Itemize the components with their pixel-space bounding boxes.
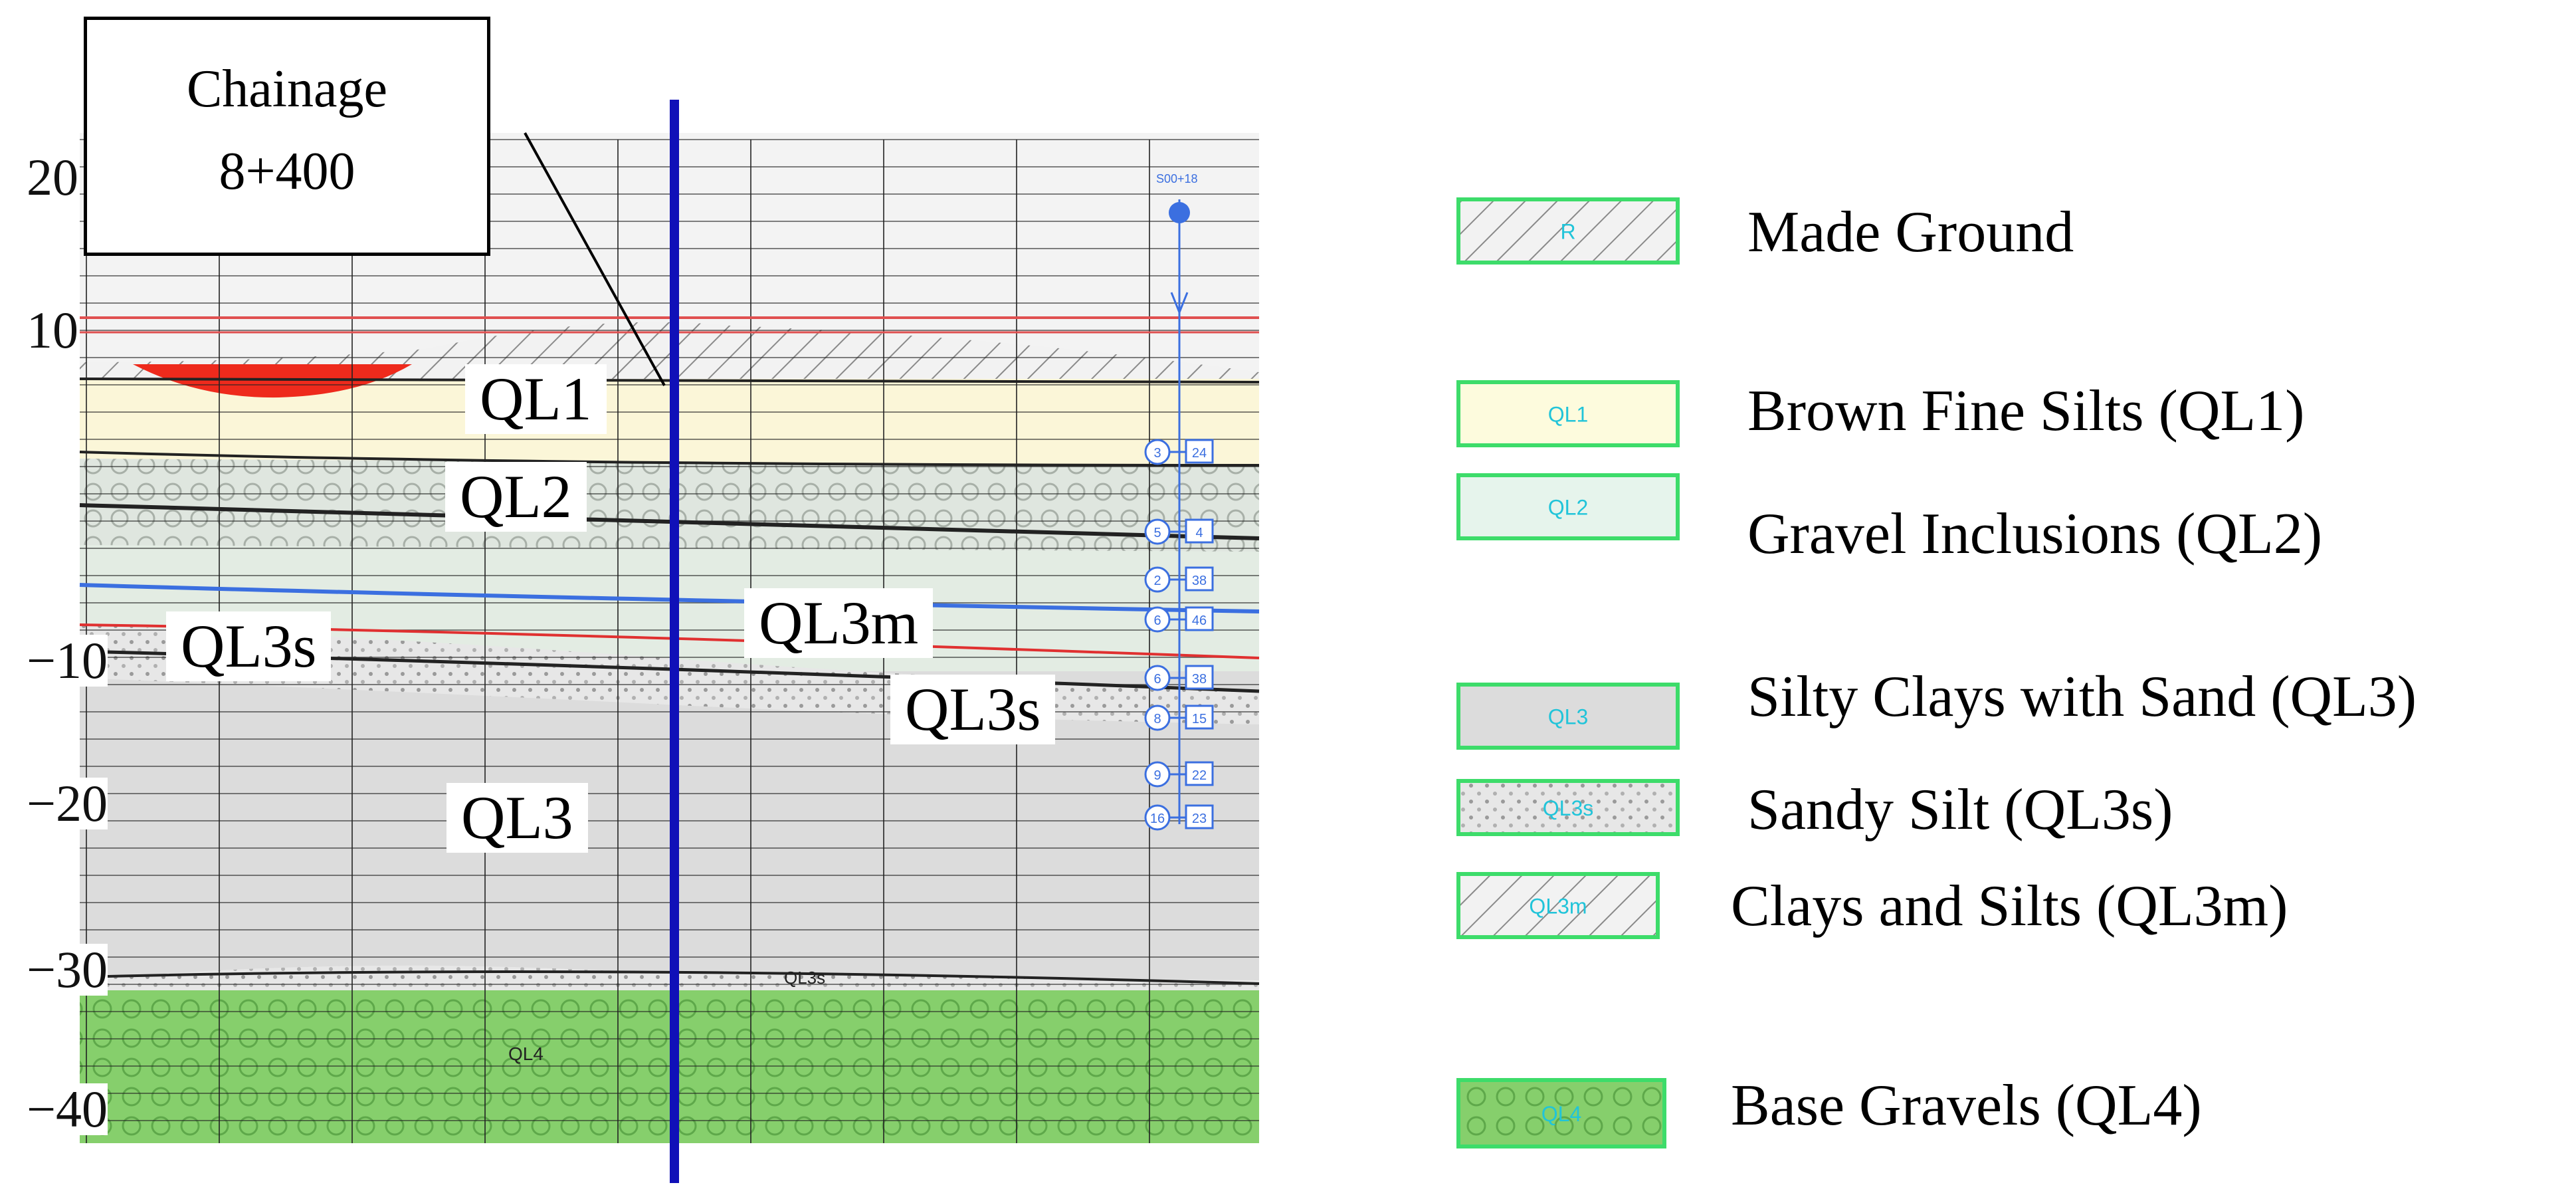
unit-label-ql3m: QL3m [744, 588, 934, 658]
y-label-10: 10 [27, 301, 78, 359]
legend-swatch-ql3m [1456, 872, 1660, 939]
unit-label-ql2: QL2 [445, 462, 587, 532]
grid [80, 139, 1259, 1143]
legend-swatch-ql2 [1456, 473, 1680, 540]
y-label-20: 20 [27, 148, 78, 206]
y-label-neg10: −10 [27, 631, 108, 689]
small-label-ql3s: QL3s [784, 968, 825, 988]
borehole-marker-value: 24 [1192, 446, 1207, 461]
chainage-title: Chainage [186, 60, 388, 118]
borehole-marker-box [1185, 665, 1214, 690]
made-ground-red-lens [133, 364, 412, 398]
y-label-neg40: −40 [27, 1080, 108, 1138]
legend-label-ql3: Silty Clays with Sand (QL3) [1747, 665, 2417, 729]
borehole-marker-value: 38 [1192, 574, 1207, 588]
y-label-neg30: −30 [27, 940, 108, 998]
legend-label-ql4: Base Gravels (QL4) [1731, 1073, 2202, 1138]
small-label-ql4: QL4 [508, 1043, 544, 1064]
legend-code-ql3s: QL3s [1543, 796, 1593, 820]
borehole-marker-number: 8 [1153, 712, 1161, 726]
legend-swatch-ql3s [1456, 779, 1680, 836]
borehole-marker-value: 23 [1192, 812, 1207, 826]
borehole-id: S00+18 [1156, 172, 1198, 185]
borehole-marker-number: 5 [1153, 526, 1161, 540]
legend-swatch-ql1 [1456, 380, 1680, 447]
borehole-marker-value: 46 [1192, 613, 1207, 628]
legend-code-ql4: QL4 [1541, 1102, 1581, 1126]
chainage-box: Chainage 8+400 [84, 17, 490, 256]
borehole-marker-value: 22 [1192, 768, 1207, 783]
unit-label-ql3s-right: QL3s [890, 675, 1056, 744]
stratum-ql4 [80, 990, 1259, 1143]
borehole-marker-number: 6 [1153, 613, 1161, 628]
borehole-marker-number: 6 [1153, 672, 1161, 687]
legend-code-ql1: QL1 [1548, 403, 1588, 427]
stratum-ql3 [80, 671, 1259, 984]
borehole-marker-value: 38 [1192, 672, 1207, 687]
chainage-value: 8+400 [219, 142, 355, 201]
borehole-marker-number: 9 [1153, 768, 1161, 783]
stratum-ql2 [80, 459, 1259, 552]
unit-label-ql3s-left: QL3s [166, 611, 332, 681]
borehole-marker-value: 15 [1192, 712, 1207, 726]
legend-code-ql3m: QL3m [1529, 895, 1587, 919]
stratum-ql1 [80, 372, 1259, 465]
legend-code-ql2: QL2 [1548, 496, 1588, 520]
legend-label-ql3s: Sandy Silt (QL3s) [1747, 778, 2173, 842]
legend-label-r: Made Ground [1747, 200, 2074, 265]
y-label-neg20: −20 [27, 774, 108, 832]
borehole-marker-number: 2 [1153, 574, 1161, 588]
legend-label-ql2: Gravel Inclusions (QL2) [1747, 502, 2323, 566]
borehole: S00+18 3 24 5 4 2 38 6 46 6 38 8 15 9 22 16 23 [1144, 172, 1214, 831]
legend-code-ql3: QL3 [1548, 705, 1588, 729]
borehole-marker-number: 16 [1150, 812, 1165, 826]
borehole-marker-value: 4 [1195, 526, 1203, 540]
legend-swatch-r [1456, 197, 1680, 265]
legend-swatch-ql4 [1456, 1078, 1666, 1148]
unit-label-ql3: QL3 [446, 783, 588, 853]
legend-code-r: R [1560, 220, 1575, 244]
strata [80, 133, 1259, 1143]
unit-label-ql1: QL1 [465, 364, 607, 434]
borehole-marker-number: 3 [1153, 446, 1161, 461]
legend-label-ql1: Brown Fine Silts (QL1) [1747, 379, 2305, 443]
borehole-marker-box [1185, 804, 1214, 829]
chainage-pointer [524, 132, 666, 386]
legend-label-ql3m: Clays and Silts (QL3m) [1731, 874, 2288, 938]
legend-swatch-ql3 [1456, 683, 1680, 750]
